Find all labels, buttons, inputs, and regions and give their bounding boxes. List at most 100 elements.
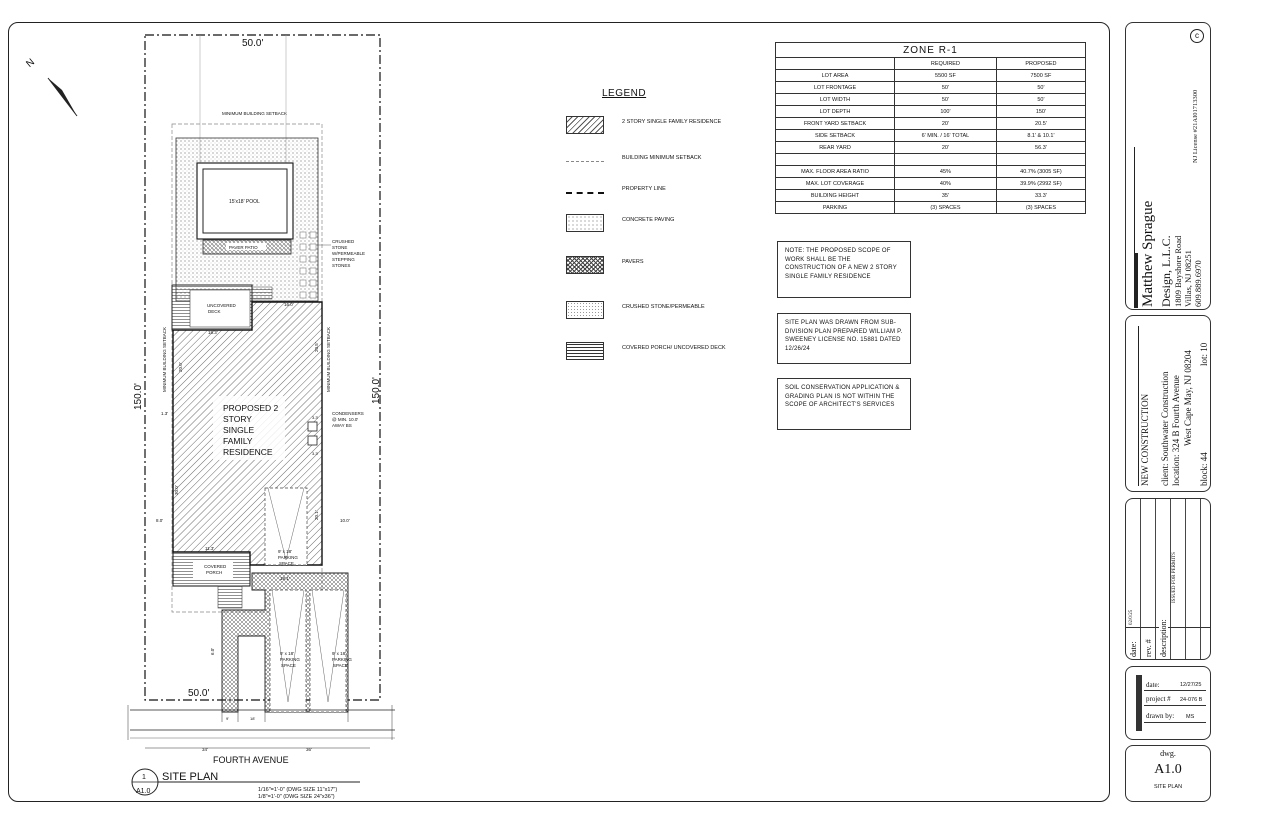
dim-bottom: 50.0': [188, 688, 209, 699]
lot: lot: 10: [1199, 342, 1209, 366]
copyright-icon: c: [1190, 29, 1204, 43]
property-line: [144, 34, 381, 701]
firm-address-1: 1809 Bayshore Road: [1173, 235, 1183, 307]
firm-address-2: Villas, NJ 08251: [1183, 250, 1193, 307]
legend-swatch: [566, 256, 604, 274]
parking-space-interior: [264, 487, 308, 566]
legend-item: PAVERS: [566, 256, 766, 278]
firm-phone: 609.889.6970: [1193, 260, 1203, 307]
dim-8: 8.0': [156, 518, 163, 523]
legend-item: BUILDING MINIMUM SETBACK: [566, 152, 766, 174]
rev-header-description: description:: [1159, 619, 1168, 657]
rev-header-number: rev. #: [1144, 639, 1153, 657]
firm-name: Matthew Sprague: [1140, 200, 1156, 307]
plan-title-text: SITE PLAN: [162, 771, 218, 783]
dim-113: 11.3': [205, 546, 214, 551]
rev-date: 02/0/25: [1129, 609, 1134, 625]
rev-description: ISSUED FOR PERMITS: [1172, 552, 1177, 603]
plan-title: 1 A1.0 SITE PLAN 1/16"=1'-0" (DWG SIZE 1…: [131, 768, 360, 800]
dim-205: 20.5': [314, 342, 319, 352]
dim-top: 50.0': [242, 38, 263, 49]
legend-swatch: [566, 192, 604, 194]
dim-right: 150.0': [371, 377, 382, 404]
plan-number: 1: [142, 774, 146, 781]
legend-item: 2 STORY SINGLE FAMILY RESIDENCE: [566, 116, 766, 138]
firm-box: c NJ License #21AI01713300 Matthew Sprag…: [1125, 22, 1211, 310]
condenser-unit: [307, 435, 318, 446]
dim-10: 10.0': [340, 518, 350, 523]
legend-swatch: [566, 161, 604, 162]
zone-title: ZONE R-1: [775, 42, 1086, 58]
location: location: 324 B Fourth Avenue: [1171, 375, 1181, 486]
north-arrow-icon: N: [24, 57, 78, 117]
dim-13: 1.3': [161, 411, 168, 416]
plan-sheet: A1.0: [136, 788, 151, 795]
project-number: 24-076 B: [1180, 697, 1203, 703]
scope-note: NOTE: THE PROPOSED SCOPE OF WORK SHALL B…: [777, 241, 911, 298]
project-box: NEW CONSTRUCTION client: Southwater Cons…: [1125, 315, 1211, 492]
svg-text:34': 34': [202, 747, 208, 752]
drawn-by: MS: [1186, 714, 1195, 720]
dim-left: 150.0': [133, 383, 144, 410]
dim-201: 20.1': [314, 510, 319, 520]
svg-text:36': 36': [306, 747, 312, 752]
pool-label: 15'x18' POOL: [229, 199, 260, 205]
paver-patio-label: PAVER PATIO: [229, 245, 258, 250]
svg-text:3.3': 3.3': [312, 415, 319, 420]
dwg-title: SITE PLAN: [1153, 784, 1183, 790]
legend-swatch: [566, 116, 604, 134]
city: West Cape May, NJ 08204: [1183, 350, 1193, 446]
legend-title: LEGEND: [602, 88, 647, 99]
project-type: NEW CONSTRUCTION: [1140, 393, 1150, 486]
rev-header-date: date:: [1129, 641, 1138, 657]
client: client: Southwater Construction: [1160, 371, 1170, 486]
project-info-box: date: 12/27/25 project # 24-076 B drawn …: [1125, 666, 1211, 740]
survey-note: SITE PLAN WAS DRAWN FROM SUB-DIVISION PL…: [777, 313, 911, 364]
scale-1: 1/16"=1'-0" (DWG SIZE 11"x17"): [258, 787, 337, 793]
north-label: N: [24, 57, 37, 70]
site-plan-drawing: N 50.0' 50.0' 150.0' 150.0' MINIMUM BUIL…: [24, 34, 395, 800]
min-setback-left-label: MINIMUM BUILDING SETBACK: [162, 327, 167, 392]
svg-text:9': 9': [226, 716, 229, 721]
svg-text:6.0': 6.0': [210, 648, 215, 655]
svg-text:18.1': 18.1': [280, 576, 290, 581]
legend-swatch: [566, 214, 604, 232]
license-number: NJ License #21AI01713300: [1192, 89, 1199, 163]
soil-note: SOIL CONSERVATION APPLICATION & GRADING …: [777, 378, 911, 430]
legend-item: PROPERTY LINE: [566, 183, 766, 205]
min-setback-top-label: MINIMUM BUILDING SETBACK: [222, 111, 287, 116]
drawing-sheet: [8, 22, 1110, 802]
min-setback-right-label: MINIMUM BUILDING SETBACK: [326, 327, 331, 392]
firm-sub: Design, L.L.C.: [1159, 235, 1173, 307]
dim-200: 20.0': [178, 362, 183, 372]
dim-16: 16.0': [284, 302, 294, 307]
legend-swatch: [566, 301, 604, 319]
svg-text:3.3': 3.3': [312, 451, 319, 456]
legend-swatch: [566, 342, 604, 360]
dwg-number: A1.0: [1154, 762, 1182, 777]
dwg-box: dwg. A1.0 SITE PLAN: [1125, 745, 1211, 802]
revisions-box: date: rev. # 02/0/25 description: ISSUED…: [1125, 498, 1211, 660]
table-row: [775, 153, 1087, 166]
dim-300: 30.0': [174, 485, 179, 495]
legend-item: COVERED PORCH/ UNCOVERED DECK: [566, 342, 766, 364]
